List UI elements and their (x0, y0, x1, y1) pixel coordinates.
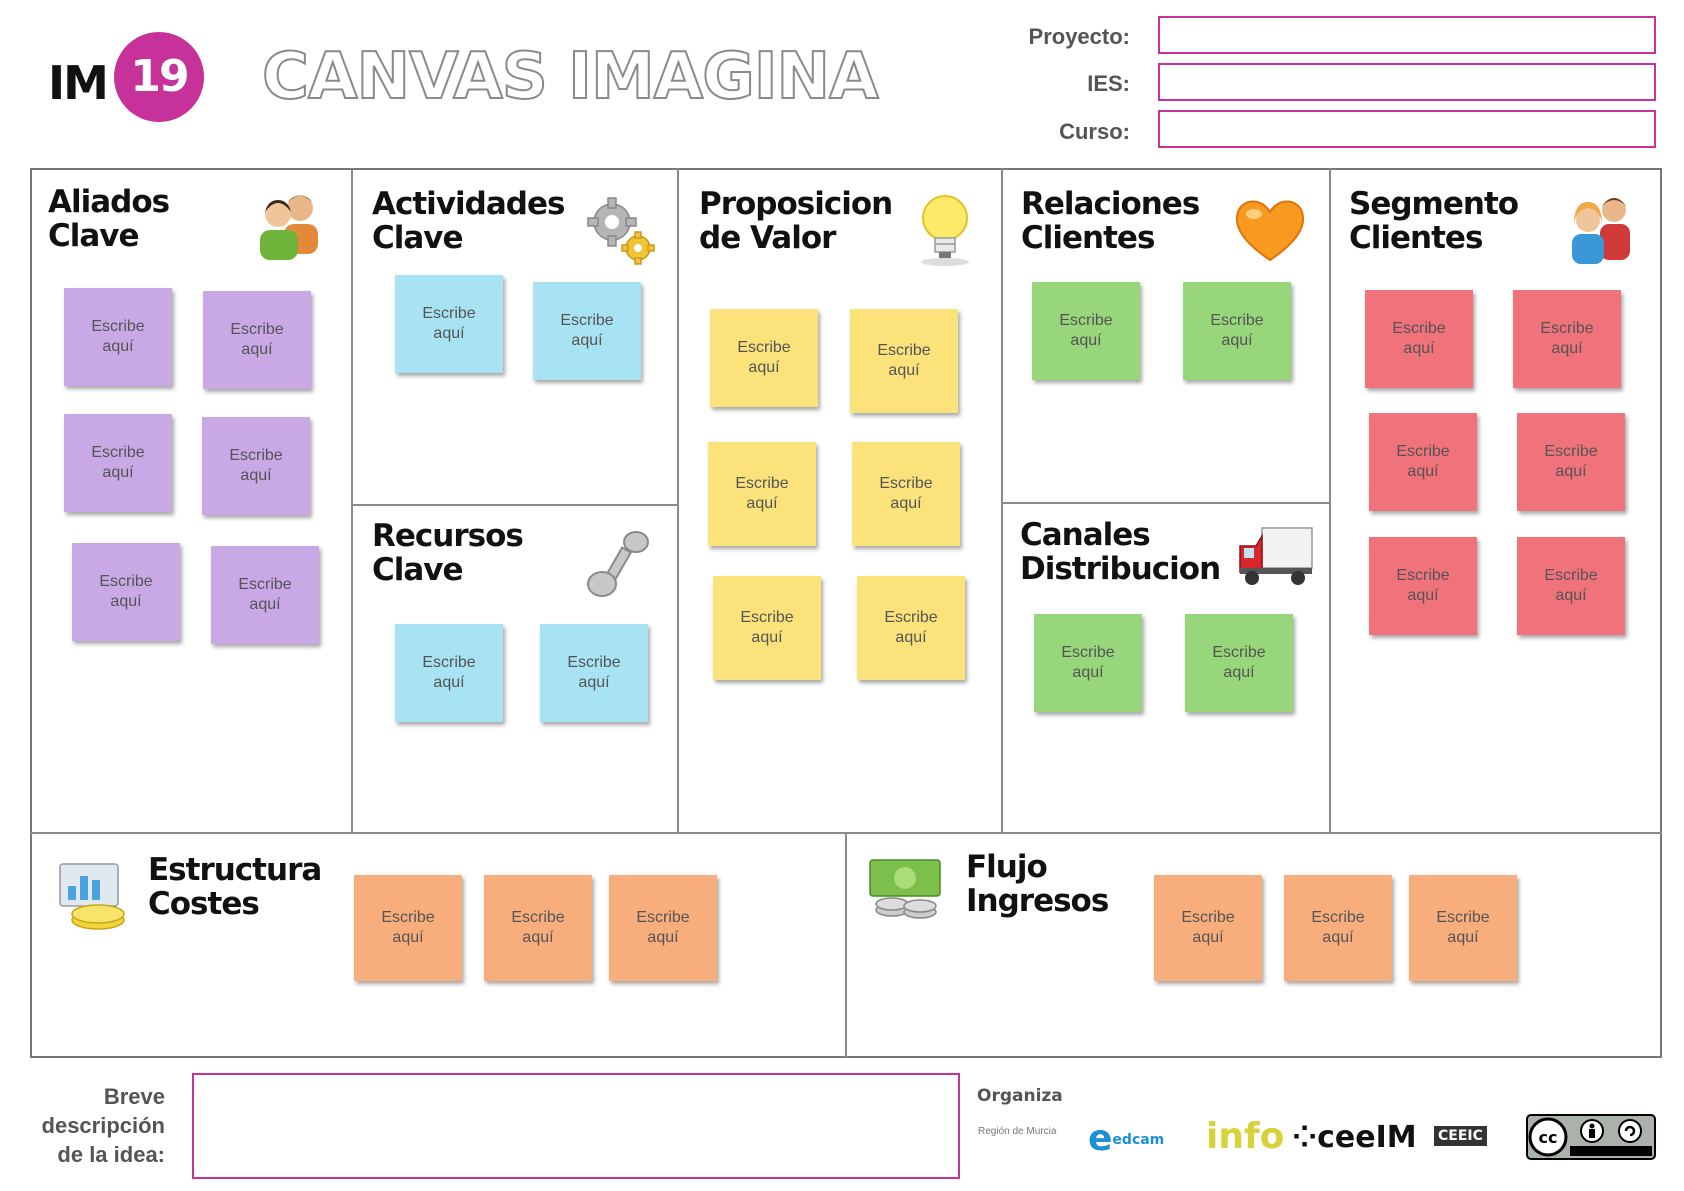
proyecto-label: Proyecto: (1028, 24, 1130, 49)
proyecto-field[interactable] (1158, 16, 1656, 54)
divider (845, 832, 847, 1058)
divider (1001, 502, 1329, 504)
sponsor-info: info (1206, 1116, 1285, 1157)
divider (1329, 168, 1331, 834)
svg-text:cc: cc (1539, 1128, 1558, 1147)
sponsor-ceeic: CEEIC (1434, 1126, 1487, 1146)
curso-label: Curso: (1059, 119, 1130, 144)
gears-icon (587, 197, 655, 265)
organiza-label: Organiza (977, 1086, 1063, 1106)
sponsor-ceeim: ⁘ceeIM (1292, 1120, 1417, 1155)
divider (351, 168, 353, 834)
ies-label: IES: (1087, 71, 1130, 96)
dumbbell-icon (587, 531, 649, 597)
sponsor-edcam: eedcam (1088, 1118, 1165, 1159)
description-label: Breve descripción de la idea: (41, 1084, 165, 1167)
truck-icon (1239, 527, 1313, 585)
heart-icon (1235, 200, 1305, 262)
page-title: CANVAS IMAGINA (261, 39, 880, 115)
divider (351, 504, 677, 506)
curso-field[interactable] (1158, 110, 1656, 148)
money-icon (869, 859, 941, 919)
chart-coins-icon (59, 863, 125, 930)
cc-by-sa-icon: cc (1526, 1114, 1656, 1160)
divider (1001, 168, 1003, 834)
logo-number: 19 (114, 32, 204, 122)
lightbulb-icon (921, 195, 969, 266)
logo-text: IM (48, 56, 109, 110)
sponsor-region-murcia: Región de Murcia (978, 1126, 1057, 1137)
description-field[interactable] (192, 1073, 960, 1179)
customers-icon (1572, 198, 1630, 264)
divider (677, 168, 679, 834)
ies-field[interactable] (1158, 63, 1656, 101)
people-icon (260, 195, 318, 260)
im19-logo: IM 19 (48, 30, 204, 130)
